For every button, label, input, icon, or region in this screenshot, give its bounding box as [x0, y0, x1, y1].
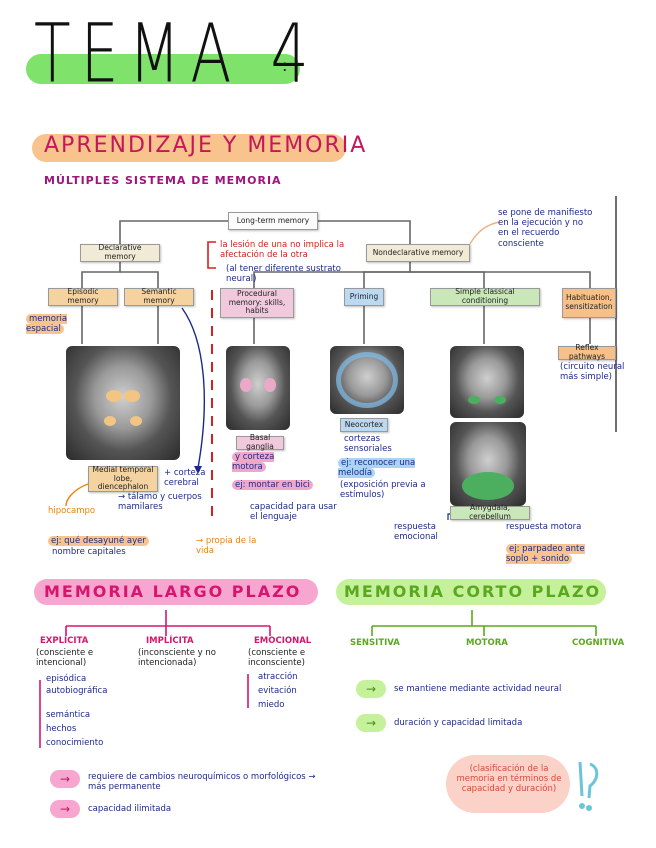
title-highlight: [26, 54, 300, 84]
corteza-cerebral-note: + corteza cerebral: [164, 468, 206, 489]
nondeclarative-memory-box: Nondeclarative memory: [366, 244, 470, 262]
brain-image-procedural: [226, 346, 290, 430]
brain-image-declarative: [66, 346, 180, 460]
ej-parpadeo-note: ej: parpadeo ante soplo + sonido: [506, 544, 606, 565]
emocional-item: atracción: [258, 672, 298, 682]
ej-montar-note: ej: montar en bici: [232, 480, 322, 490]
explicita-title: EXPLÍCITA: [40, 636, 89, 646]
brain-image-classical-2: [450, 422, 526, 506]
short-term-heading: MEMORIA CORTO PLAZO: [344, 582, 602, 601]
highlight-region: [336, 352, 398, 408]
emocional-item: evitación: [258, 686, 297, 696]
exclamation-doodle-icon: [578, 761, 599, 811]
medial-temporal-box: Medial temporal lobe, diencephalon: [88, 465, 158, 492]
hipocampo-note: hipocampo: [48, 506, 96, 516]
explicita-item: conocimiento: [46, 738, 104, 748]
brain-image-priming: [330, 346, 404, 414]
exposicion-previa-note: (exposición previa a estímulos): [340, 480, 426, 501]
lesion-note: la lesión de una no implica la afectació…: [220, 240, 345, 261]
procedural-memory-box: Procedural memory: skills, habits: [220, 288, 294, 318]
respuesta-emocional-note: respuesta emocional: [394, 522, 438, 543]
talamo-note: → tálamo y cuerpos mamilares: [118, 492, 202, 513]
corteza-motora-tag: y corteza motora: [232, 452, 275, 473]
arrow-icon: →: [356, 680, 386, 698]
short-term-type: SENSITIVA: [350, 638, 400, 648]
ej-montar-tag: ej: montar en bici: [232, 480, 313, 490]
capacidad-lenguaje-note: capacidad para usar el lenguaje: [250, 502, 337, 523]
highlight-region: [462, 472, 514, 500]
implicita-title: IMPLÍCITA: [146, 636, 194, 646]
subtitle-highlight: [32, 134, 346, 162]
emocional-item: miedo: [258, 700, 285, 710]
ej-desayune-tag: ej: qué desayuné ayer: [48, 536, 149, 546]
highlight-region: [124, 390, 140, 402]
arrow-icon: →: [50, 770, 80, 788]
memoria-espacial-note: memoria espacial: [26, 314, 72, 335]
amygdala-box: Amygdala, cerebellum: [450, 504, 530, 521]
explicita-desc: (consciente e intencional): [36, 648, 94, 669]
short-term-bullet: duración y capacidad limitada: [394, 718, 523, 728]
nombre-capitales-note: nombre capitales: [52, 547, 126, 557]
arrow-icon: →: [356, 714, 386, 732]
explicita-item: semántica: [46, 710, 91, 720]
short-term-type: MOTORA: [466, 638, 508, 648]
highlight-region: [494, 396, 506, 404]
long-term-bullet: capacidad ilimitada: [88, 804, 172, 814]
highlight-region: [468, 396, 480, 404]
subtitle: APRENDIZAJE Y MEMORIA: [44, 133, 368, 158]
sustrato-note: (al tener diferente sustrato neural): [226, 264, 341, 285]
explicita-item: hechos: [46, 724, 77, 734]
episodic-memory-box: Episodic memory: [48, 288, 118, 306]
ej-desayune-note: ej: qué desayuné ayer: [48, 536, 198, 546]
highlight-region: [240, 378, 252, 392]
brain-image-classical-1: [450, 346, 524, 418]
respuesta-motora-note: respuesta motora: [506, 522, 582, 532]
highlight-region: [106, 390, 122, 402]
habituation-box: Habituation, sensitization: [562, 288, 616, 318]
cortezas-sensoriales-note: cortezas sensoriales: [344, 434, 392, 455]
cloud-note: (clasificación de la memoria en términos…: [456, 764, 562, 795]
short-term-bullet: se mantiene mediante actividad neural: [394, 684, 562, 694]
explicita-item: episódica: [46, 674, 87, 684]
nondeclarative-note: se pone de manifiesto en la ejecución y …: [498, 208, 593, 249]
declarative-memory-box: Declarative memory: [80, 244, 160, 262]
memoria-espacial-tag: memoria espacial: [26, 314, 68, 335]
highlight-region: [104, 416, 116, 426]
classical-conditioning-box: Simple classical conditioning: [430, 288, 540, 306]
long-term-bullet: requiere de cambios neuroquímicos o morf…: [88, 772, 316, 793]
long-term-memory-box: Long-term memory: [228, 212, 318, 230]
page-title: TEMA 4: [34, 7, 319, 102]
highlight-region: [264, 378, 276, 392]
highlight-region: [130, 416, 142, 426]
ej-reconocer-note: ej: reconocer una melodía: [338, 458, 428, 479]
ej-reconocer-tag: ej: reconocer una melodía: [338, 458, 416, 479]
title-colon: :: [282, 56, 288, 75]
arrow-icon: →: [50, 800, 80, 818]
section-heading: MÚLTIPLES SISTEMA DE MEMORIA: [44, 174, 282, 187]
ej-parpadeo-tag: ej: parpadeo ante soplo + sonido: [506, 544, 585, 565]
cloud-highlight: [446, 755, 570, 813]
circuito-neural-note: (circuito neural más simple): [560, 362, 625, 383]
explicita-item: autobiográfica: [46, 686, 108, 696]
implicita-desc: (inconsciente y no intencionada): [138, 648, 216, 669]
reflex-pathways-box: Reflex pathways: [558, 344, 616, 361]
priming-box: Priming: [344, 288, 384, 306]
short-term-heading-highlight: [336, 579, 606, 605]
emocional-desc: (consciente e inconsciente): [248, 648, 306, 669]
long-term-heading: MEMORIA LARGO PLAZO: [44, 582, 302, 601]
emocional-title: EMOCIONAL: [254, 636, 312, 646]
corteza-motora-note: y corteza motora: [232, 452, 302, 473]
neocortex-box: Neocortex: [340, 418, 388, 432]
long-term-heading-highlight: [34, 579, 318, 605]
short-term-type: COGNITIVA: [572, 638, 625, 648]
basal-ganglia-box: Basal ganglia: [236, 434, 284, 451]
semantic-memory-box: Semantic memory: [124, 288, 194, 306]
propia-vida-note: → propia de la vida: [196, 536, 257, 557]
